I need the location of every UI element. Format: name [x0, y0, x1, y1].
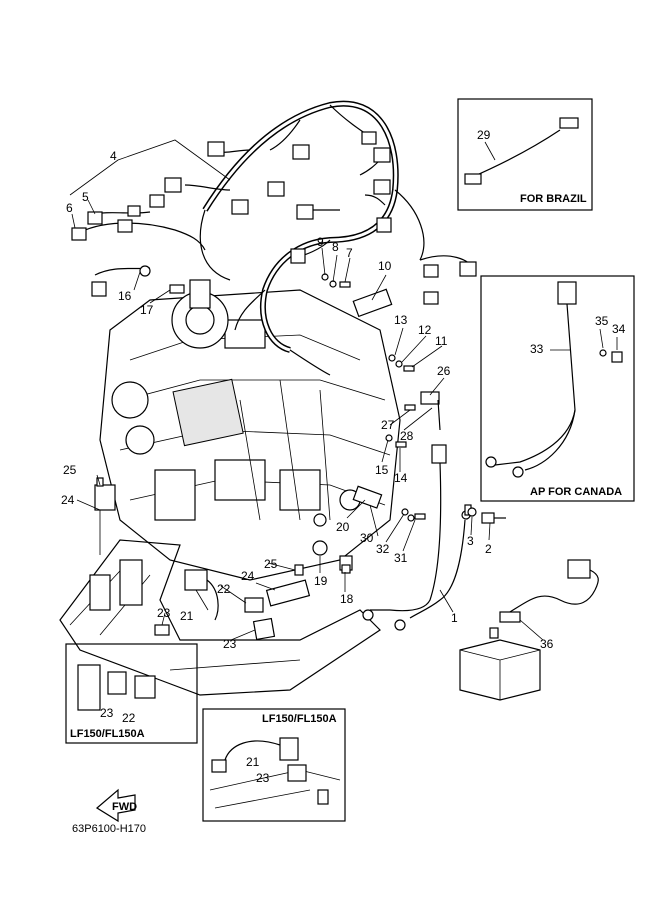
callout-13: 13	[394, 313, 408, 327]
callout-32: 32	[376, 542, 390, 556]
engine-block	[99, 279, 401, 581]
callout-23-inset-center: 23	[256, 771, 270, 785]
callout-22-inset: 22	[122, 711, 136, 725]
callout-7: 7	[346, 246, 353, 260]
inset-ap-for-canada: AP FOR CANADA 33 35 34	[480, 275, 635, 502]
inset-lf150-center-title: LF150/FL150A	[262, 713, 337, 725]
callout-35: 35	[595, 314, 609, 328]
callout-2: 2	[485, 542, 492, 556]
callout-21: 21	[180, 609, 194, 623]
fwd-arrow: FWD	[95, 788, 137, 823]
callout-12: 12	[418, 323, 432, 337]
callout-22: 22	[217, 582, 231, 596]
callout-9: 9	[317, 235, 324, 249]
inset-lf150-left: 23 22 LF150/FL150A	[65, 643, 198, 744]
callout-16: 16	[118, 289, 132, 303]
callout-14: 14	[394, 471, 408, 485]
callout-8: 8	[332, 240, 339, 254]
callout-26: 26	[437, 364, 451, 378]
callout-10: 10	[378, 259, 392, 273]
callout-31: 31	[394, 551, 408, 565]
callout-17: 17	[140, 303, 154, 317]
diagram-code: 63P6100-H170	[72, 823, 146, 835]
wire-harness	[164, 100, 477, 376]
bottom-cowling	[59, 539, 381, 696]
callout-5: 5	[82, 190, 89, 204]
callout-24-center: 24	[241, 569, 255, 583]
callout-18: 18	[340, 592, 354, 606]
callout-20: 20	[336, 520, 350, 534]
callout-23-left: 23	[157, 606, 171, 620]
fwd-label: FWD	[112, 801, 137, 813]
callout-23-center: 23	[223, 637, 237, 651]
callout-25-left: 25	[63, 463, 77, 477]
callout-28: 28	[400, 429, 414, 443]
callout-19: 19	[314, 574, 328, 588]
callout-30: 30	[360, 531, 374, 545]
inset-brazil-title: FOR BRAZIL	[520, 193, 587, 205]
callout-24-left: 24	[61, 493, 75, 507]
callout-1: 1	[451, 611, 458, 625]
callout-11: 11	[435, 334, 448, 348]
sensor-18-19	[312, 540, 353, 574]
sub-harness-left	[71, 194, 206, 297]
bolt-2-3	[467, 507, 506, 524]
sensor-30	[352, 485, 426, 522]
callout-23-inset: 23	[100, 706, 114, 720]
callout-21-inset: 21	[246, 755, 260, 769]
callout-34: 34	[612, 322, 626, 336]
callout-29: 29	[477, 128, 491, 142]
callout-15: 15	[375, 463, 389, 477]
inset-lf150-left-title: LF150/FL150A	[70, 728, 145, 740]
switch-parts	[94, 477, 311, 641]
part-17-fitting	[169, 284, 185, 294]
callout-25-center: 25	[264, 557, 278, 571]
inset-for-brazil: FOR BRAZIL 29	[457, 98, 593, 211]
small-parts-right	[321, 273, 441, 448]
inset-canada-title: AP FOR CANADA	[530, 486, 622, 498]
callout-4: 4	[110, 149, 117, 163]
battery	[459, 559, 599, 701]
callout-3: 3	[467, 534, 474, 548]
inset-lf150-center: LF150/FL150A 21 23	[202, 708, 346, 822]
callout-33: 33	[530, 342, 544, 356]
callout-36: 36	[540, 637, 554, 651]
callout-6: 6	[66, 201, 73, 215]
callout-numbers: 4 5 6 16 17 9 8 7 10 13 12 11 26 27 28 1…	[61, 149, 554, 651]
callout-27: 27	[381, 418, 395, 432]
leader-lines	[69, 139, 544, 641]
